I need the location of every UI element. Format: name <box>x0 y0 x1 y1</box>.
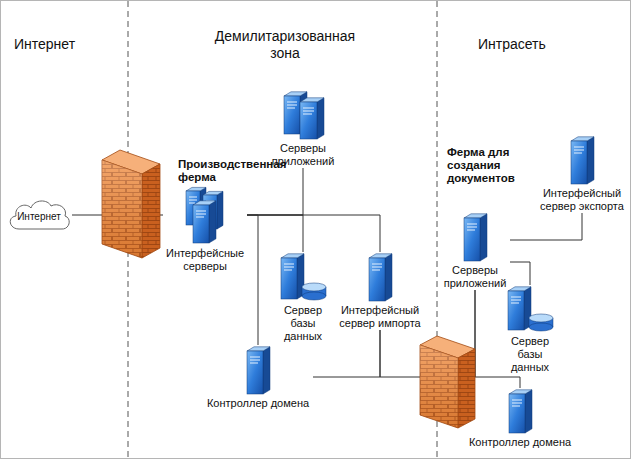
server-label: Интерфейсный сервер экспорта <box>540 187 624 213</box>
network-link <box>247 168 303 215</box>
server-label: Сервер базы данных <box>500 335 560 374</box>
server-label: Контроллер домена <box>465 436 575 449</box>
network-link <box>247 215 258 345</box>
network-link <box>247 215 380 252</box>
server-icon <box>506 388 534 434</box>
server-icon <box>568 135 596 185</box>
server-label: Интерфейсные серверы <box>163 247 247 273</box>
server-label: Сервер базы данных <box>278 304 328 343</box>
server-icon <box>181 185 229 245</box>
server-label: Контроллер домена <box>203 397 313 410</box>
server-node: Интерфейсный сервер экспорта <box>540 135 624 213</box>
server-icon <box>505 285 555 333</box>
server-label: Серверы приложений <box>440 264 510 290</box>
network-link <box>510 262 530 285</box>
internet-cloud: Интернет <box>6 197 72 233</box>
server-node: Интерфейсные серверы <box>163 185 247 273</box>
server-node: Серверы приложений <box>440 212 510 290</box>
cloud-label: Интернет <box>17 208 61 223</box>
server-node: Контроллер домена <box>203 345 313 410</box>
server-node: Сервер базы данных <box>278 252 328 343</box>
server-icon <box>244 345 272 395</box>
server-farm: Производственная фермаСерверы приложений… <box>178 98 414 348</box>
server-icon <box>461 212 489 262</box>
server-label: Серверы приложений <box>248 142 358 168</box>
zone-title: Интрасеть <box>478 36 598 53</box>
firewall <box>420 336 475 428</box>
server-icon <box>278 252 328 302</box>
farm-title: Ферма для создания документов <box>447 146 542 185</box>
server-node: Контроллер домена <box>465 388 575 449</box>
server-node: Сервер базы данных <box>500 285 560 374</box>
server-node: Интерфейсный сервер импорта <box>330 252 430 330</box>
network-link <box>247 215 303 252</box>
server-node: Серверы приложений <box>248 90 358 168</box>
zone-title: Интернет <box>14 36 124 53</box>
server-icon <box>366 252 394 302</box>
server-farm: Ферма для создания документовИнтерфейсны… <box>437 168 630 378</box>
server-label: Интерфейсный сервер импорта <box>330 304 430 330</box>
server-icon <box>281 90 325 140</box>
network-link <box>313 330 380 377</box>
zone-title: Демилитаризованная зона <box>205 28 365 62</box>
firewall <box>102 150 160 258</box>
network-link <box>510 213 582 240</box>
